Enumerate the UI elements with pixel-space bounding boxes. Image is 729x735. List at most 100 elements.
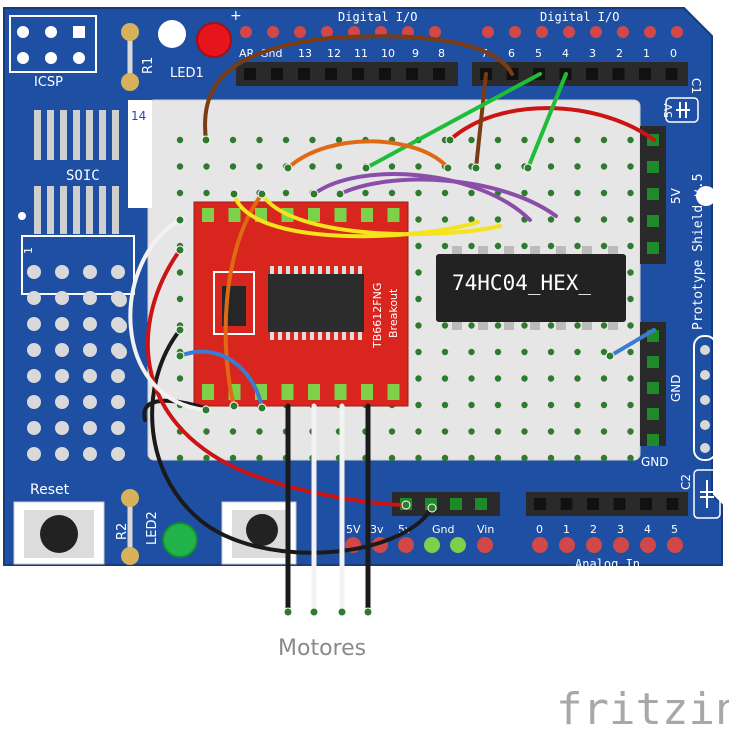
breadboard-hole [388,163,396,170]
breadboard-hole [309,163,316,170]
breadboard-hole [494,136,502,144]
power-pin-pads [345,537,493,553]
breadboard-hole [627,242,634,250]
breadboard-hole [494,401,502,409]
breadboard-hole [547,428,555,435]
wire-green-1 [364,72,542,170]
breadboard-hole [441,375,449,382]
breadboard-hole [574,428,581,435]
rail-hole [647,188,659,200]
reset-button [13,501,105,565]
digital-io-right-label: Digital I/O [540,10,619,24]
chip-leg [326,332,330,340]
ic-pin [478,320,488,330]
c1-capacitor [665,97,699,123]
breadboard-hole [282,136,290,144]
header-pad [563,26,575,38]
breadboard-hole [441,348,449,356]
motores-caption: Motores [278,636,366,661]
breadboard-hole [547,401,555,409]
breadboard-hole [415,269,422,276]
chip-leg [294,332,298,340]
wire-endpoint [283,163,293,173]
proto-hole [83,369,97,383]
breadboard-hole [468,189,475,197]
c2-capacitor [693,469,721,519]
pin-label-5: 5 [535,47,542,60]
pin-label-2: 2 [616,47,623,60]
proto-hole [111,265,125,279]
proto-hole [27,421,41,435]
breadboard-hole [415,322,422,329]
rail-5v-side-label: 5V [669,187,683,204]
proto-hole [55,447,69,461]
proto-hole [113,319,127,333]
chip-leg [326,266,330,274]
breadboard-hole [521,375,528,382]
proto-hole [27,369,41,383]
soic-pin-one-label: 1 [22,247,35,254]
wire-endpoints [175,135,615,617]
breadboard-hole [415,401,422,409]
rail-hole [647,161,659,173]
chip-leg [318,266,322,274]
breadboard-hole [574,189,581,197]
ic-pin [608,246,618,256]
led1-label: LED1 [170,66,204,81]
header-pad [321,26,333,38]
analog-pad [559,537,575,553]
power-hole [475,498,487,510]
ic-pin [530,320,540,330]
breadboard-number-tab [128,100,152,208]
analog-pin-1: 1 [563,523,570,536]
breadboard-hole [494,242,502,250]
breadboard-hole [441,189,449,197]
analog-pad [586,537,602,553]
chip-leg [334,266,338,274]
wire-endpoint [309,607,319,617]
breadboard-hole [627,348,634,356]
c2-label: C2 [679,474,693,490]
header-pad [429,26,441,38]
wire-endpoint [229,189,239,199]
ic-74hc04 [436,246,626,330]
chip-leg [358,266,362,274]
breadboard-hole [521,428,528,435]
proto-hole [27,447,41,461]
analog-pin-pads [532,537,683,553]
header-hole [271,68,283,80]
ic-pin [504,320,514,330]
driver-pin [202,208,214,222]
breadboard-hole [547,163,555,170]
breadboard-hole [627,401,634,409]
power-pin-3v: 3v [370,523,384,536]
breadboard-hole [441,322,449,329]
breadboard-hole [468,454,475,462]
breadboard-hole [600,348,608,356]
driver-pin [387,208,400,222]
power-pin-vin: Vin [477,523,494,536]
breadboard-hole [335,136,343,144]
breadboard-hole [494,348,502,356]
analog-in-label: Analog In [575,557,640,571]
proto-hole [113,345,127,359]
ic-pin [452,320,462,330]
header-hole [433,68,445,80]
soic-pad [112,186,119,234]
pin-label-13: 13 [298,47,312,60]
soic-pad [47,186,54,234]
breadboard-hole [600,401,608,409]
header-pad [590,26,602,38]
led1-plus-label: + [230,8,242,24]
digital-left-header [236,62,458,86]
breadboard-hole [203,163,210,170]
proto-hole [27,317,41,331]
power-hole [450,498,462,510]
breadboard-hole [574,454,581,462]
driver-pin [387,384,400,400]
led1 [196,22,232,58]
analog-pad [613,537,629,553]
r1-label: R1 [141,57,156,74]
chip-leg [350,266,354,274]
analog-header [526,492,688,516]
